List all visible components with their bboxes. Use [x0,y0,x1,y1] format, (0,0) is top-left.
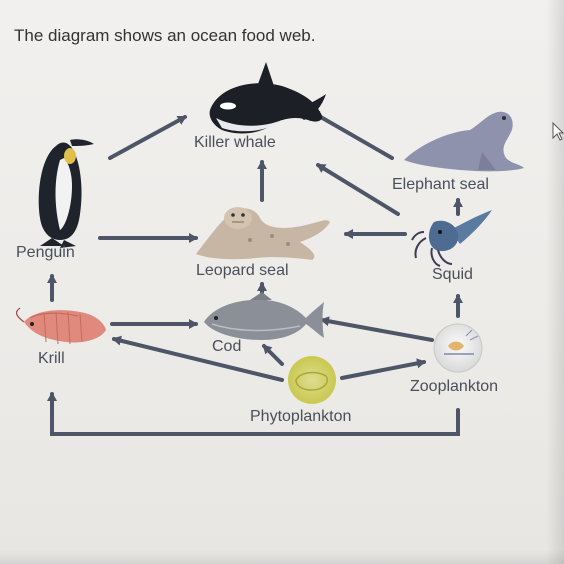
mouse-cursor-icon [552,122,564,141]
label-krill: Krill [38,350,65,367]
squid-icon [411,210,492,267]
elephant-seal-icon [404,111,524,172]
arrow-squid-to-killer-whale [316,163,400,216]
leopard-seal-icon [196,207,330,260]
killer-whale-icon [209,62,326,134]
arrow-zooplankton-to-krill [47,392,460,436]
label-killer-whale: Killer whale [194,134,276,151]
zooplankton-icon [433,323,483,373]
arrow-elephant-seal-to-killer-whale [310,110,394,160]
label-penguin: Penguin [16,244,75,261]
arrow-zooplankton-to-cod [320,316,434,342]
krill-icon [15,307,106,345]
arrow-phytoplankton-to-zooplankton [340,358,426,380]
edge-shadow [546,0,564,564]
edge-shadow-bottom [0,550,564,564]
label-zooplankton: Zooplankton [410,378,499,395]
penguin-icon [38,139,94,248]
cod-icon [204,292,324,340]
arrow-penguin-to-killer-whale [108,115,187,160]
food-web-arrows [47,110,463,436]
arrow-phytoplankton-to-krill [112,335,284,382]
question-text: The diagram shows an ocean food web. [14,26,316,45]
label-phytoplankton: Phytoplankton [250,408,352,425]
label-cod: Cod [212,338,242,355]
label-leopard-seal: Leopard seal [196,262,289,279]
label-elephant-seal: Elephant seal [392,176,489,193]
label-squid: Squid [432,266,473,283]
arrow-phytoplankton-to-cod [262,344,284,366]
phytoplankton-icon [288,356,336,404]
